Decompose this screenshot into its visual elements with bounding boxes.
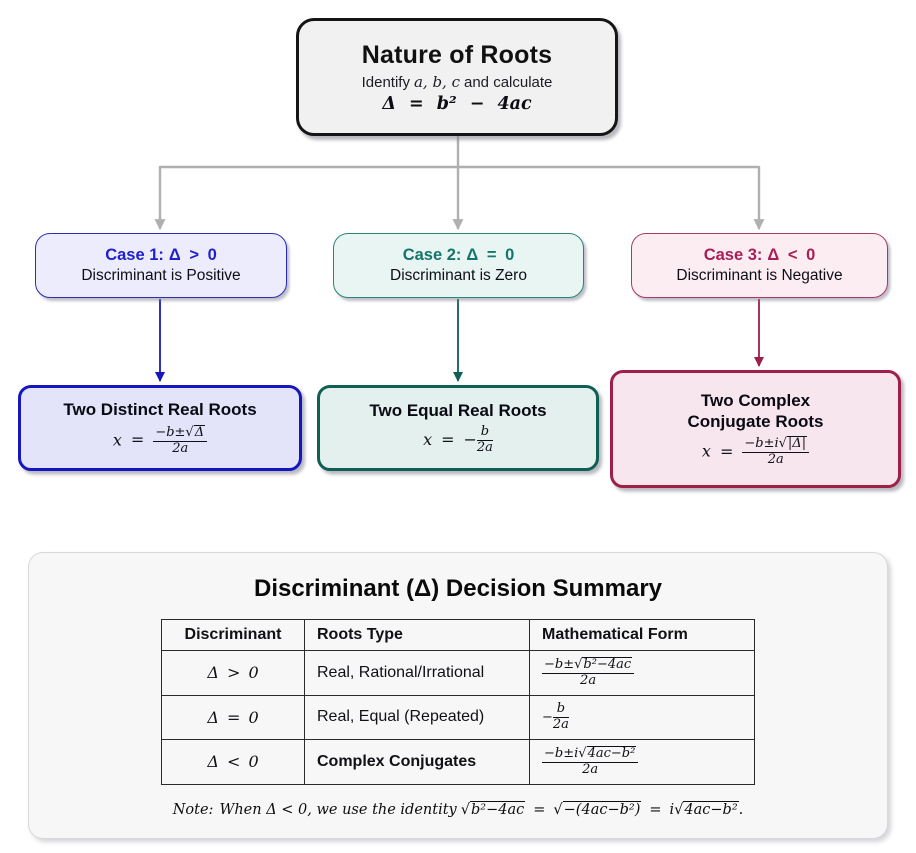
result1-sqrt: Δ bbox=[185, 424, 206, 440]
note-period: . bbox=[738, 802, 744, 818]
case1-title: Case 1:Δ > 0 bbox=[105, 246, 217, 265]
note-label: Note: bbox=[172, 802, 214, 818]
result2-den: 2a bbox=[476, 440, 493, 456]
cell-roots-type-negative: Complex Conjugates bbox=[304, 738, 530, 785]
result3-title: Two Complex Conjugate Roots bbox=[688, 390, 824, 433]
subtitle-vars: a, b, c bbox=[413, 72, 460, 91]
nature-of-roots-title: Nature of Roots bbox=[361, 40, 553, 69]
result3-title-line1: Two Complex bbox=[700, 390, 811, 410]
cell-discriminant-positive: Δ > 0 bbox=[161, 650, 305, 696]
result1-box: Two Distinct Real Roots x = −b± Δ2a bbox=[18, 385, 302, 471]
result2-num: b bbox=[476, 424, 493, 442]
connector-trunk bbox=[160, 136, 759, 169]
note-radicand2: −(4ac−b²) bbox=[562, 801, 642, 818]
result3-box: Two Complex Conjugate Roots x = −b±i |Δ|2a bbox=[610, 370, 901, 488]
case3-box: Case 3:Δ < 0 Discriminant is Negative bbox=[631, 233, 888, 298]
result3-den: 2a bbox=[767, 452, 784, 468]
form3-sqrt: 4ac−b² bbox=[578, 745, 637, 761]
form2-minus: − bbox=[542, 709, 553, 725]
result1-formula: x = −b± Δ2a bbox=[112, 424, 208, 457]
cell-discriminant-negative: Δ < 0 bbox=[161, 738, 305, 785]
form3-den: 2a bbox=[582, 761, 599, 777]
result2-eq: = bbox=[441, 430, 455, 450]
case1-description: Discriminant is Positive bbox=[81, 267, 241, 284]
note-text: When Δ < 0, we use the identity bbox=[219, 802, 457, 818]
result1-title: Two Distinct Real Roots bbox=[63, 400, 257, 420]
result1-num-pre: −b± bbox=[155, 424, 186, 440]
form3-num-pre: −b±i bbox=[544, 745, 579, 761]
result1-eq: = bbox=[130, 430, 145, 450]
summary-header-row: Discriminant Roots Type Mathematical For… bbox=[161, 619, 755, 651]
result3-eq: = bbox=[719, 441, 734, 461]
identity-note: Note: When Δ < 0, we use the identity b²−4… bbox=[29, 801, 887, 818]
result1-den: 2a bbox=[172, 440, 189, 456]
form1-num-pre: −b± bbox=[544, 657, 575, 672]
summary-table: Discriminant Roots Type Mathematical For… bbox=[161, 619, 755, 785]
result1-fraction: −b± Δ2a bbox=[153, 424, 208, 457]
case1-label: Case 1: bbox=[105, 246, 164, 264]
cell-roots-type-positive: Real, Rational/Irrational bbox=[304, 650, 530, 696]
case3-title: Case 3:Δ < 0 bbox=[704, 246, 816, 265]
cell-roots-type-zero: Real, Equal (Repeated) bbox=[304, 694, 530, 740]
table-row-positive: Δ > 0 Real, Rational/Irrational −b± b²−4a… bbox=[161, 650, 755, 696]
result1-lhs: x bbox=[112, 430, 122, 450]
form3-radicand: 4ac−b² bbox=[586, 745, 637, 761]
result3-sqrt: |Δ| bbox=[779, 436, 808, 452]
form2-num: b bbox=[552, 701, 569, 718]
form1-radicand: b²−4ac bbox=[582, 657, 633, 672]
case1-box: Case 1:Δ > 0 Discriminant is Positive bbox=[35, 233, 287, 298]
result3-fraction: −b±i |Δ|2a bbox=[742, 436, 810, 468]
form1-den: 2a bbox=[580, 672, 597, 688]
result1-radicand: Δ bbox=[193, 424, 206, 440]
case2-description: Discriminant is Zero bbox=[390, 267, 527, 284]
note-sqrt2: −(4ac−b²) bbox=[553, 801, 642, 818]
case3-label: Case 3: bbox=[703, 246, 763, 264]
case2-title: Case 2:Δ = 0 bbox=[403, 246, 515, 265]
note-sqrt1: b²−4ac bbox=[461, 801, 526, 818]
result2-minus: − bbox=[463, 430, 477, 450]
result3-num-pre: −b±i bbox=[744, 436, 779, 452]
result3-title-line2: Conjugate Roots bbox=[687, 412, 824, 432]
header-roots-type: Roots Type bbox=[304, 619, 530, 651]
cell-discriminant-zero: Δ = 0 bbox=[161, 694, 305, 740]
note-imaginary-i: i bbox=[669, 802, 675, 818]
case2-condition: Δ = 0 bbox=[466, 246, 515, 264]
result2-lhs: x bbox=[423, 430, 433, 450]
subtitle-post: and calculate bbox=[464, 73, 553, 91]
form1-sqrt: b²−4ac bbox=[574, 657, 633, 672]
note-radicand3: 4ac−b² bbox=[683, 801, 739, 818]
summary-panel: Discriminant (Δ) Decision Summary Discri… bbox=[28, 552, 888, 839]
result3-lhs: x bbox=[701, 441, 711, 461]
case2-box: Case 2:Δ = 0 Discriminant is Zero bbox=[333, 233, 584, 298]
case2-label: Case 2: bbox=[402, 246, 462, 264]
case3-description: Discriminant is Negative bbox=[676, 267, 843, 284]
header-mathematical-form: Mathematical Form bbox=[529, 619, 755, 651]
note-sqrt3: 4ac−b² bbox=[674, 801, 739, 818]
result3-formula: x = −b±i |Δ|2a bbox=[701, 436, 810, 468]
result3-radicand: |Δ| bbox=[786, 436, 808, 452]
case3-condition: Δ < 0 bbox=[767, 246, 816, 264]
note-eq2: = bbox=[649, 802, 662, 818]
subtitle-pre: Identify bbox=[361, 73, 410, 91]
header-discriminant: Discriminant bbox=[161, 619, 305, 651]
case1-condition: Δ > 0 bbox=[168, 246, 217, 264]
note-radicand1: b²−4ac bbox=[470, 801, 526, 818]
form2-den: 2a bbox=[552, 716, 569, 732]
result2-title: Two Equal Real Roots bbox=[369, 400, 547, 420]
discriminant-formula: Δ = b² − 4ac bbox=[382, 93, 532, 114]
summary-title: Discriminant (Δ) Decision Summary bbox=[253, 575, 663, 602]
note-eq1: = bbox=[533, 802, 546, 818]
